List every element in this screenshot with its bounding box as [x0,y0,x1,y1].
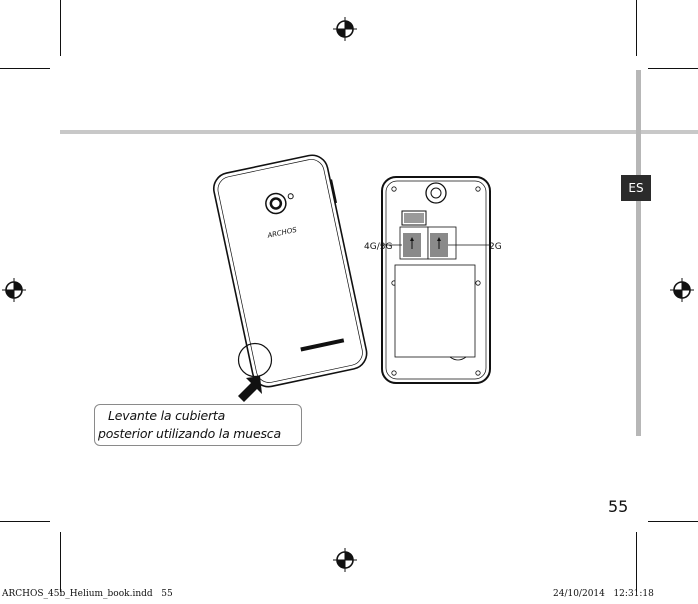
sim-label-4g3g: 4G/3G [364,242,393,252]
phone-back-cover-illustration: ARCHOS [212,154,368,388]
crop-mark-bottom-right-horizontal [648,521,698,522]
crop-mark-bottom-right-vertical [636,532,637,592]
crop-mark-top-right-vertical [636,0,637,56]
footer-timestamp: 24/10/2014 12:31:18 [553,589,654,599]
footer-filename: ARCHOS_45b_Helium_book.indd 55 [2,589,173,599]
page-number: 55 [608,497,629,516]
callout-box: Levante la cubierta posterior utilizando… [94,404,302,446]
sim-label-2g: 2G [489,242,502,252]
registration-mark-left-icon [2,278,26,302]
phone-open-illustration [380,176,491,384]
crop-mark-top-left-vertical [60,0,61,56]
crop-mark-bottom-left-vertical [60,532,61,592]
language-tab: ES [621,175,651,201]
registration-mark-bottom-icon [333,548,357,572]
callout-line-2: posterior utilizando la muesca [98,426,281,441]
side-tab-bar [636,70,641,436]
registration-mark-right-icon [670,278,694,302]
crop-mark-top-left-horizontal [0,68,50,69]
crop-mark-bottom-left-horizontal [0,521,50,522]
lift-arrow-icon [238,376,262,402]
header-rule [60,130,698,134]
crop-mark-top-right-horizontal [648,68,698,69]
notch-highlight-circle [237,342,273,378]
callout-line-1: Levante la cubierta [108,408,226,423]
registration-mark-top-icon [333,17,357,41]
